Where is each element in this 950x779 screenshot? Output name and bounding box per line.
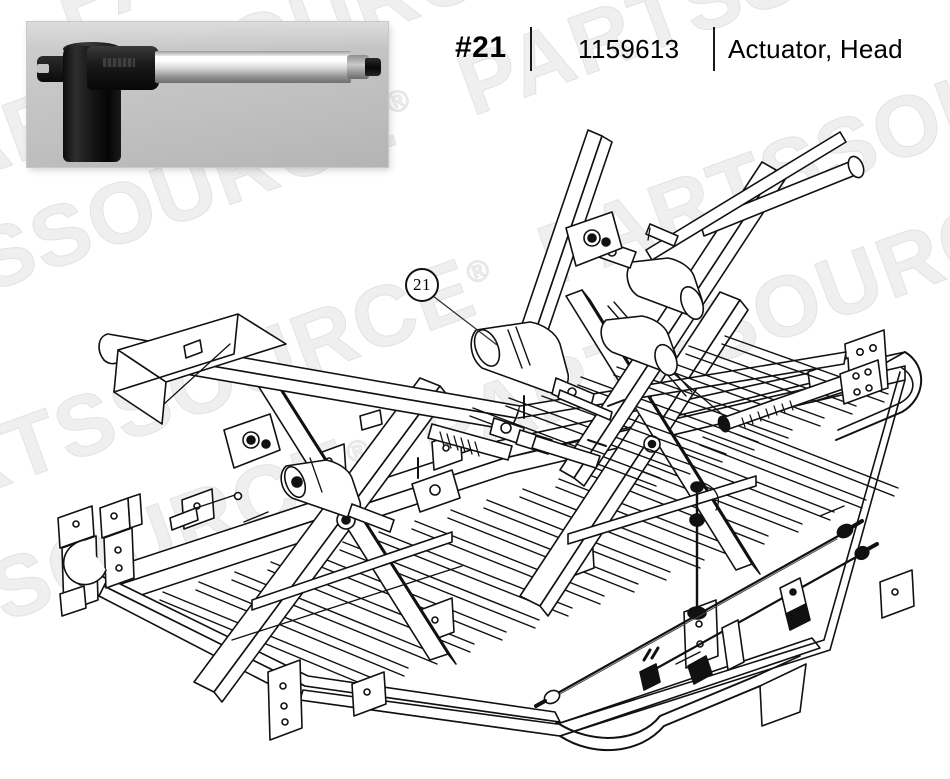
product-photo bbox=[27, 22, 388, 167]
pivot-joints bbox=[223, 211, 623, 513]
parts-header: #21 1159613 Actuator, Head bbox=[0, 0, 950, 86]
left-end-fitting bbox=[57, 505, 107, 617]
misc-hardware bbox=[169, 339, 845, 531]
header-divider-1 bbox=[530, 27, 532, 71]
center-hardware bbox=[417, 395, 607, 479]
item-number: #21 bbox=[455, 31, 507, 64]
header-divider-2 bbox=[713, 27, 715, 71]
actuator-front-clevis bbox=[365, 58, 381, 76]
callout-21[interactable]: 21 bbox=[405, 268, 439, 302]
actuator-rod-highlight bbox=[155, 56, 351, 61]
right-latch-rod bbox=[717, 359, 883, 433]
actuator-gearbox bbox=[87, 46, 159, 90]
actuator-rear-clevis-notch bbox=[37, 64, 49, 73]
actuator-rod-tip bbox=[347, 55, 369, 79]
cable-rod-assembly bbox=[534, 481, 879, 708]
part-number: 1159613 bbox=[578, 34, 680, 64]
head-cylinders bbox=[589, 223, 705, 377]
callout-bubble-label: 21 bbox=[405, 268, 439, 302]
knee-actuator bbox=[280, 457, 395, 533]
actuator-label-plate bbox=[103, 58, 135, 67]
part-description: Actuator, Head bbox=[728, 34, 903, 64]
